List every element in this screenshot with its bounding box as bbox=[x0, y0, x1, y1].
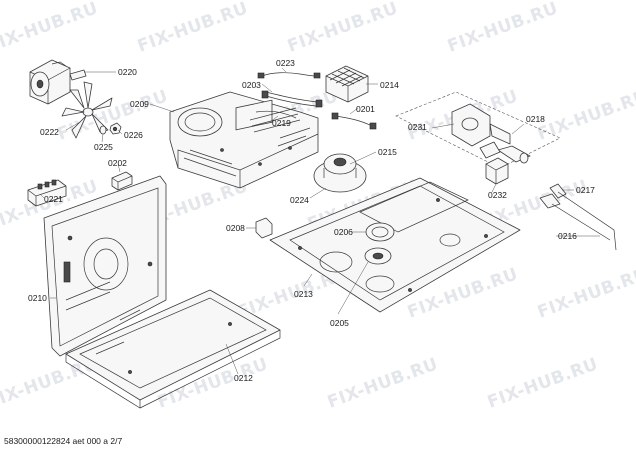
label-0214: 0214 bbox=[380, 80, 399, 90]
footer-doc-id: 58300000122824 aet 000 a 2/7 bbox=[4, 436, 122, 446]
label-0212: 0212 bbox=[234, 373, 253, 383]
watermark: FIX-HUB.RU bbox=[535, 86, 636, 144]
nut-0226 bbox=[109, 122, 122, 135]
terminal-block-0221 bbox=[27, 179, 67, 207]
label-0225: 0225 bbox=[94, 142, 113, 152]
label-0201: 0201 bbox=[356, 104, 375, 114]
cable-0203 bbox=[261, 90, 323, 108]
cable-0201 bbox=[331, 112, 377, 130]
watermark: FIX-HUB.RU bbox=[485, 354, 601, 412]
cable-0219 bbox=[255, 110, 297, 119]
leader-lines bbox=[39, 67, 600, 375]
cable-0223 bbox=[257, 72, 321, 79]
label-0208: 0208 bbox=[226, 223, 245, 233]
watermark: FIX-HUB.RU bbox=[285, 0, 401, 57]
motor-0224 bbox=[313, 153, 367, 193]
label-0219: 0219 bbox=[272, 118, 291, 128]
label-0220: 0220 bbox=[118, 67, 137, 77]
label-0217: 0217 bbox=[576, 185, 595, 195]
washer-0225 bbox=[99, 125, 107, 135]
fan-motor-0220 bbox=[29, 59, 87, 105]
watermark: FIX-HUB.RU bbox=[0, 0, 101, 57]
clip-0208 bbox=[255, 217, 273, 239]
ring-0206 bbox=[365, 222, 395, 242]
label-0218: 0218 bbox=[526, 114, 545, 124]
label-0226: 0226 bbox=[124, 130, 143, 140]
switch-0218 bbox=[479, 141, 531, 164]
label-0213: 0213 bbox=[294, 289, 313, 299]
sensor-0217 bbox=[549, 183, 617, 251]
label-0209: 0209 bbox=[130, 99, 149, 109]
label-0216: 0216 bbox=[558, 231, 577, 241]
watermark: FIX-HUB.RU bbox=[445, 0, 561, 57]
fan-housing-0209 bbox=[169, 91, 319, 189]
watermark: FIX-HUB.RU bbox=[325, 354, 441, 412]
label-0231: 0231 bbox=[408, 122, 427, 132]
label-0205: 0205 bbox=[330, 318, 349, 328]
label-0223: 0223 bbox=[276, 58, 295, 68]
part-labels: 0220 0222 0226 0225 0209 0203 0223 0214 … bbox=[28, 58, 595, 383]
label-0202: 0202 bbox=[108, 158, 127, 168]
label-0210: 0210 bbox=[28, 293, 47, 303]
label-0222: 0222 bbox=[40, 127, 59, 137]
watermark: FIX-HUB.RU bbox=[535, 264, 636, 322]
label-0232: 0232 bbox=[488, 190, 507, 200]
label-0224: 0224 bbox=[290, 195, 309, 205]
watermark: FIX-HUB.RU bbox=[135, 0, 251, 57]
switch-0231 bbox=[451, 103, 511, 147]
label-0206: 0206 bbox=[334, 227, 353, 237]
label-0221: 0221 bbox=[44, 194, 63, 204]
label-0203: 0203 bbox=[242, 80, 261, 90]
watermark: FIX-HUB.RU bbox=[55, 86, 171, 144]
holder-0216 bbox=[539, 193, 611, 241]
connector-0232 bbox=[485, 157, 509, 185]
part-0202 bbox=[111, 171, 133, 191]
label-0215: 0215 bbox=[378, 147, 397, 157]
bottom-tray-0212 bbox=[65, 289, 281, 409]
fan-blade-0222 bbox=[61, 81, 113, 139]
side-wall-0210 bbox=[43, 175, 167, 357]
heater-0214 bbox=[325, 65, 369, 103]
ring-0205 bbox=[364, 247, 392, 265]
